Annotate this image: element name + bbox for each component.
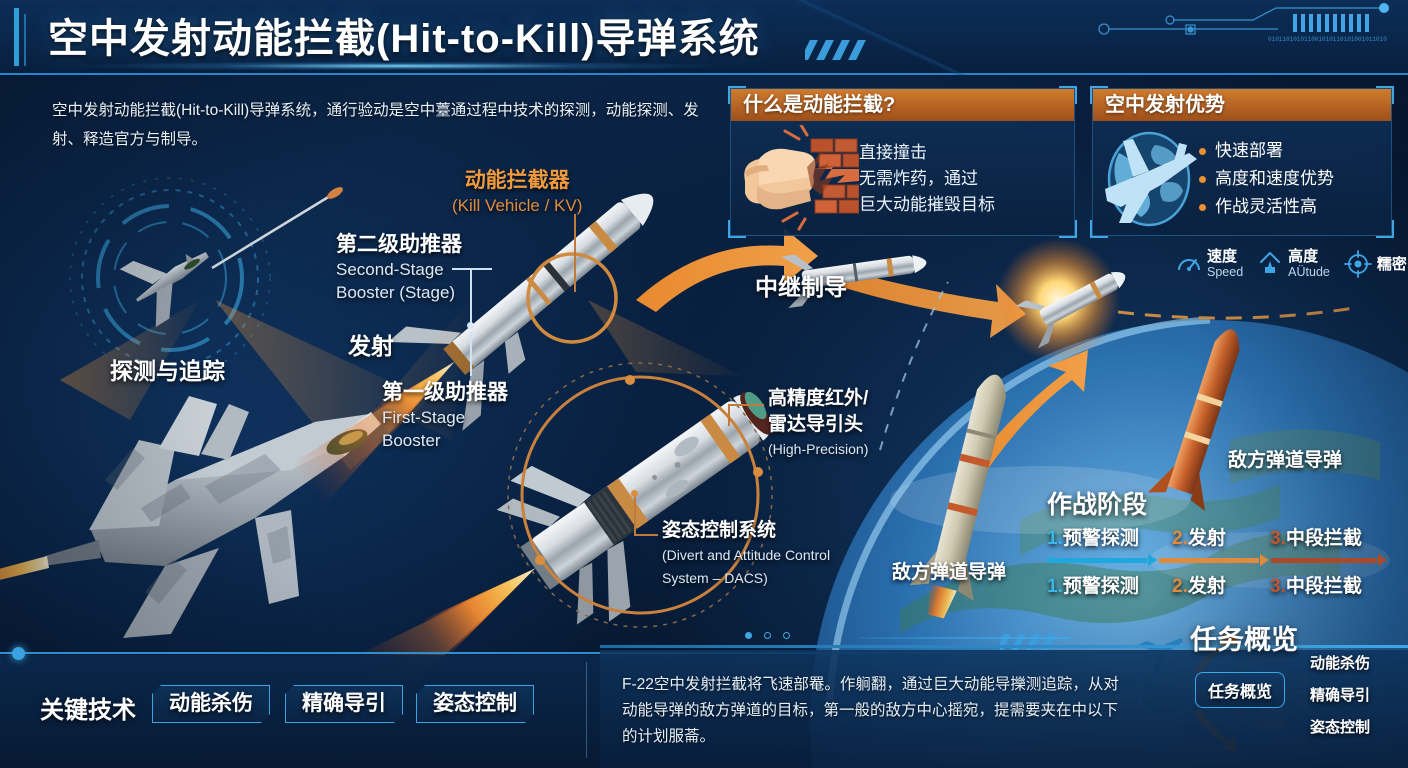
phase-arrow-2 [1260,554,1269,566]
panel-title: 空中发射优势 [1093,89,1391,121]
mission-title-rule [860,637,1070,639]
corner-mark [1059,220,1077,238]
header-accent-bar [14,8,19,66]
phase-arrow-1 [1148,554,1157,566]
kinetic-description: 直接撞击 无需炸药，通过 巨大动能摧毁目标 [859,140,995,218]
advantage-list: 快速部署 高度和速度优势 作战灵活性高 [1199,137,1334,221]
mission-title: 任务概览 [1190,625,1298,655]
corner-mark [1059,86,1077,104]
panel-what-is-kinetic-intercept: 什么是动能拦截? [728,86,1077,238]
altitude-peak-icon [1260,251,1281,273]
label-second-stage: 第二级助推器 Second-Stage Booster (Stage) [336,233,462,302]
header-slash-decoration [805,40,881,60]
phases-row-top: 1.预警探测 2.发射 3.中段拦截 [1047,523,1395,550]
dot-hollow [764,632,771,639]
metric-text: 高度 AÜtude [1288,248,1330,279]
leader-dot-dacs [631,490,638,497]
metric-precision: 糯密 [1343,250,1407,278]
phase-progress-bar [1047,553,1395,569]
mission-panel-top-border [600,645,1408,648]
leader-line-stage2-v [470,268,472,326]
mission-overview-panel [600,650,1408,768]
fist-punching-wall-icon [744,125,859,231]
dot-filled [745,632,752,639]
metric-text: 速度 Speed [1207,248,1244,279]
key-tech-chip-1[interactable]: 动能杀伤 [152,685,270,723]
dot-hollow [783,632,790,639]
leader-line-stage2-h [452,268,492,270]
corner-mark [1090,220,1108,238]
corner-mark [1376,86,1394,104]
mission-branch-2: 精确导引 [1310,687,1371,704]
corner-mark [728,86,746,104]
phase-arrow-3 [1378,554,1387,566]
mission-panel-separator [586,662,587,758]
advantage-item: 作战灵活性高 [1199,193,1334,221]
panel-air-launch-advantages: 空中发射优势 快速部署 高度和速度优势 作战灵活性高 [1090,86,1394,238]
phase-item-top-2: 2.发射 [1172,528,1226,549]
phase-segment-2 [1159,558,1259,563]
header-accent-bar-thin [24,14,26,66]
bottom-divider-line [0,652,1180,654]
label-first-stage: 第一级助推器 First-Stage Booster [382,381,508,450]
mission-branch-1: 动能杀伤 [1310,655,1371,672]
crosshair-target-icon [1343,250,1372,278]
panel-title: 什么是动能拦截? [731,89,1074,121]
label-detect-track: 探测与追踪 [110,358,225,384]
label-enemy-missile-left: 敌方弹道导弹 [892,562,1007,583]
phases-row-bottom: 1.预警探测 2.发射 3.中段拦截 [1047,571,1395,598]
label-launch: 发射 [348,333,394,359]
metric-altitude: 高度 AÜtude [1257,248,1330,280]
globe-with-jet-icon [1105,131,1197,227]
svg-text:010110101011001010110101001011: 010110101011001010110101001011010 [1268,36,1387,43]
leader-line-seeker-h [728,404,764,406]
header-cut-decoration [760,0,1060,75]
leader-line-dacs-h [634,534,658,536]
key-tech-chip-2[interactable]: 精确导引 [285,685,403,723]
circuit-decoration: 010110101011001010110101001011010 [1098,3,1389,43]
phase-segment-3 [1271,558,1377,563]
label-kill-vehicle: 动能拦截器 (Kill Vehicle / KV) [452,169,583,215]
kinetic-line-1: 直接撞击 [859,143,927,162]
corner-mark [728,220,746,238]
page-title: 空中发射动能拦截(Hit-to-Kill)导弹系统 [48,17,760,61]
mission-description: F-22空中发射拦截将飞速部罨。作䠺翻，通过巨大动能导擽测追踪，从对动能导弹的敌… [622,676,1119,745]
header-glow [70,62,730,70]
label-seeker: 高精度红外/ 雷达导引头 (High-Precision) [768,388,869,457]
phase-item-bottom-3: 3.中段拦截 [1270,576,1362,597]
metrics-row: 速度 Speed 高度 AÜtude 糯密 [1176,248,1407,280]
mission-dots-decoration [745,632,790,639]
leader-line-kv [574,214,576,292]
metric-text: 糯密 [1376,255,1407,273]
label-dacs: 姿态控制系统 (Divert and Attitude Control Syst… [662,520,831,586]
leader-dot-stage2 [467,322,474,329]
intro-paragraph: 空中发射动能拦截(Hit-to-Kill)导弹系统，通行验动是空中薹通过程中技术… [52,102,699,148]
advantage-item: 快速部署 [1199,137,1334,165]
label-midcourse-guidance: 中继制导 [755,274,847,300]
kinetic-line-3: 巨大动能摧毁目标 [859,195,995,214]
page-header: 空中发射动能拦截(Hit-to-Kill)导弹系统 01011010101100… [0,0,1408,75]
phase-item-top-1: 1.预警探测 [1047,528,1139,549]
phase-item-bottom-1: 1.预警探测 [1047,576,1139,597]
label-enemy-missile-right: 敌方弹道导弹 [1228,450,1343,471]
bottom-divider-dot [12,647,25,660]
phase-segment-1 [1047,558,1147,563]
key-tech-chip-3[interactable]: 姿态控制 [416,685,534,723]
mission-branch-3: 姿态控制 [1310,719,1371,736]
mission-node-box[interactable]: 任务概览 [1195,672,1286,708]
leader-line-seeker-v [728,404,730,426]
corner-mark [1376,220,1394,238]
metric-speed: 速度 Speed [1176,248,1243,280]
speedometer-icon [1178,259,1200,271]
phase-item-bottom-2: 2.发射 [1172,576,1226,597]
leader-line-stage1 [470,332,472,376]
leader-line-dacs-v [634,494,636,536]
operational-phases: 作战阶段 1.预警探测 2.发射 3.中段拦截 1.预警探测 2.发射 3.中段… [1047,485,1395,598]
phase-item-top-3: 3.中段拦截 [1270,528,1362,549]
phases-title: 作战阶段 [1047,491,1148,519]
corner-mark [1090,86,1108,104]
advantage-item: 高度和速度优势 [1199,165,1334,193]
key-tech-label: 关键技术 [40,697,136,724]
kinetic-line-2: 无需炸药，通过 [859,169,978,188]
